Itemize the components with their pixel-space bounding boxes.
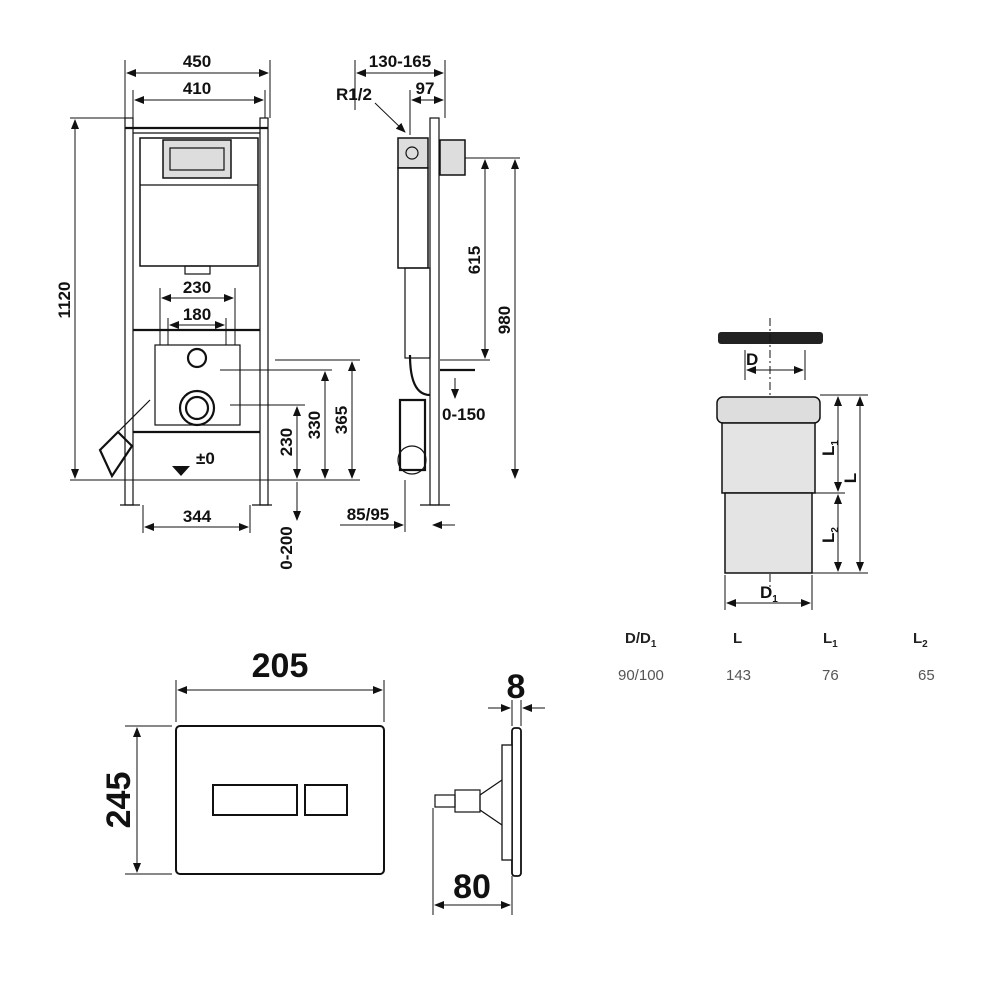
dim-180-width: 180: [183, 305, 211, 324]
flush-button-large: [212, 784, 298, 816]
table-cell: 65: [918, 667, 935, 684]
table-cell: 143: [726, 667, 751, 684]
dim-plate-height: 245: [100, 772, 138, 829]
dim-230-width: 230: [183, 278, 211, 297]
dim-plate-width: 205: [252, 647, 309, 685]
table-header: L2: [913, 630, 928, 650]
dim-height: 1120: [55, 282, 74, 319]
level-zero-label: ±0: [196, 449, 215, 468]
side-view: 130-165 R1/2 97 615 980 0-150 85/95: [336, 52, 520, 532]
dim-plate-depth: 80: [453, 868, 491, 906]
dim-365-height: 365: [332, 406, 351, 434]
front-view: 450 410 1120 230 180 ±0 344 0-200 230 33…: [55, 52, 360, 570]
dim-980: 980: [495, 306, 514, 334]
dim-344: 344: [183, 507, 212, 526]
adapter-table: D/D1 L L1 L2 90/100 143 76 65: [618, 630, 935, 684]
table-cell: 90/100: [618, 667, 664, 684]
dim-depth: 130-165: [369, 52, 431, 71]
dim-width-inner: 410: [183, 79, 211, 98]
level-triangle-icon: [172, 466, 190, 476]
dim-plate-thickness: 8: [507, 668, 526, 706]
dim-width-outer: 450: [183, 52, 211, 71]
flush-plate-side: 8 80: [432, 668, 545, 915]
waste-outlet: [178, 389, 216, 427]
flush-button-small: [304, 784, 348, 816]
table-header: D/D1: [625, 630, 657, 650]
thread-label: R1/2: [336, 85, 372, 104]
dim-330-height: 330: [305, 411, 324, 439]
table-header: L: [733, 630, 742, 647]
flush-plate-front: 205 245: [100, 647, 385, 875]
dim-adjust-0-200: 0-200: [277, 526, 296, 569]
flush-mechanism: [162, 139, 232, 179]
table-cell: 76: [822, 667, 839, 684]
label-L: L: [841, 473, 860, 483]
water-inlet: [186, 347, 208, 369]
dim-0-150: 0-150: [442, 405, 485, 424]
label-D: D: [746, 350, 758, 369]
pipe-adapter: D D1 L1 L2 L: [716, 318, 868, 610]
dim-230-height: 230: [277, 428, 296, 456]
dim-97: 97: [416, 79, 435, 98]
dim-615: 615: [465, 246, 484, 274]
flush-button-housing: [439, 139, 466, 176]
label-L2: L2: [819, 527, 841, 543]
table-header: L1: [823, 630, 838, 650]
label-D1: D1: [760, 583, 778, 605]
label-L1: L1: [819, 440, 841, 456]
dim-85-95: 85/95: [347, 505, 390, 524]
angled-pipe: [98, 430, 134, 479]
